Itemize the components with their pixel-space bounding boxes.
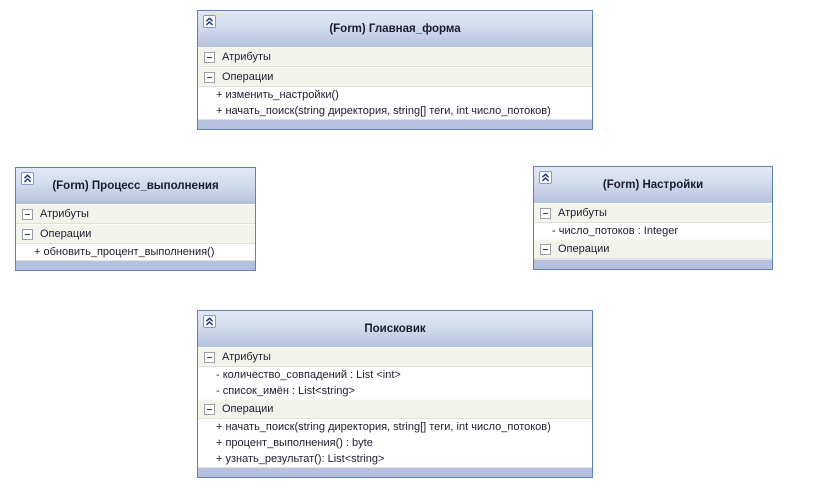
class-box-searcher[interactable]: Поисковик Атрибуты - количество_совпаден… <box>197 310 593 478</box>
double-chevron-up-icon[interactable] <box>539 171 552 184</box>
member-operation[interactable]: + изменить_настройки() <box>198 87 592 103</box>
member-operation[interactable]: + начать_поиск(string директория, string… <box>198 419 592 435</box>
section-label: Атрибуты <box>40 208 89 220</box>
member-operation[interactable]: + обновить_процент_выполнения() <box>16 244 255 260</box>
member-operation[interactable]: + процент_выполнения() : byte <box>198 435 592 451</box>
section-row-operations[interactable]: Операции <box>198 67 592 87</box>
section-label: Операции <box>558 243 610 255</box>
class-box-process-form[interactable]: (Form) Процесс_выполнения Атрибуты Опера… <box>15 167 256 271</box>
double-chevron-up-icon[interactable] <box>203 315 216 328</box>
minus-icon[interactable] <box>540 207 551 219</box>
section-label: Атрибуты <box>558 207 607 219</box>
member-attribute[interactable]: - число_потоков : Integer <box>534 223 772 239</box>
section-row-attributes[interactable]: Атрибуты <box>16 204 255 224</box>
class-header[interactable]: (Form) Настройки <box>534 167 772 203</box>
class-title: (Form) Главная_форма <box>329 23 461 35</box>
class-footer-strip <box>534 259 772 269</box>
member-attribute[interactable]: - количество_совпадений : List <int> <box>198 367 592 383</box>
double-chevron-up-icon[interactable] <box>203 15 216 28</box>
section-label: Операции <box>40 228 92 240</box>
class-title: (Form) Процесс_выполнения <box>52 180 219 192</box>
section-row-operations[interactable]: Операции <box>534 239 772 259</box>
class-header[interactable]: Поисковик <box>198 311 592 347</box>
minus-icon[interactable] <box>204 351 215 363</box>
section-label: Операции <box>222 71 274 83</box>
double-chevron-up-icon[interactable] <box>21 172 34 185</box>
minus-icon[interactable] <box>204 71 215 83</box>
minus-icon[interactable] <box>540 243 551 255</box>
minus-icon[interactable] <box>204 51 215 63</box>
section-row-attributes[interactable]: Атрибуты <box>198 47 592 67</box>
class-footer-strip <box>198 467 592 477</box>
class-footer-strip <box>16 260 255 270</box>
section-row-operations[interactable]: Операции <box>198 399 592 419</box>
class-box-settings-form[interactable]: (Form) Настройки Атрибуты - число_потоко… <box>533 166 773 270</box>
section-label: Атрибуты <box>222 51 271 63</box>
section-row-attributes[interactable]: Атрибуты <box>198 347 592 367</box>
minus-icon[interactable] <box>204 403 215 415</box>
class-title: (Form) Настройки <box>602 179 704 191</box>
minus-icon[interactable] <box>22 208 33 220</box>
class-title: Поисковик <box>364 323 426 335</box>
class-header[interactable]: (Form) Процесс_выполнения <box>16 168 255 204</box>
section-label: Операции <box>222 403 274 415</box>
member-operation[interactable]: + узнать_результат(): List<string> <box>198 451 592 467</box>
minus-icon[interactable] <box>22 228 33 240</box>
section-row-operations[interactable]: Операции <box>16 224 255 244</box>
class-box-main-form[interactable]: (Form) Главная_форма Атрибуты Операции +… <box>197 10 593 130</box>
class-footer-strip <box>198 119 592 129</box>
section-row-attributes[interactable]: Атрибуты <box>534 203 772 223</box>
member-operation[interactable]: + начать_поиск(string директория, string… <box>198 103 592 119</box>
section-label: Атрибуты <box>222 351 271 363</box>
member-attribute[interactable]: - список_имён : List<string> <box>198 383 592 399</box>
class-header[interactable]: (Form) Главная_форма <box>198 11 592 47</box>
